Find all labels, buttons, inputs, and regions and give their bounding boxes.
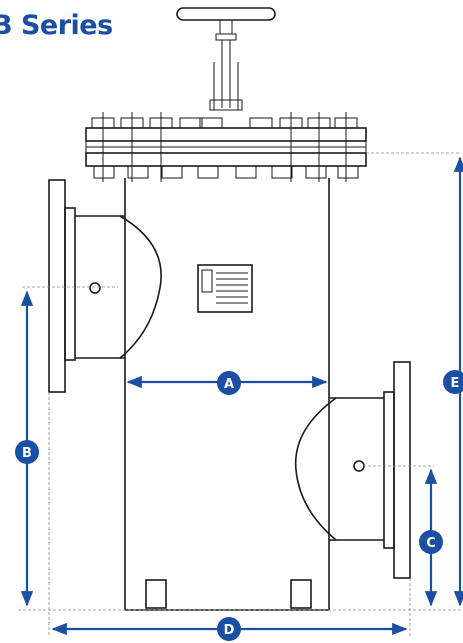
dimension-badge-c: C [419,530,443,554]
dimension-label-b: B [22,446,32,461]
support-feet [145,579,312,609]
outlet-flange [294,361,411,579]
dimension-badge-b: B [15,440,39,464]
dimension-label-c: C [426,536,436,551]
page-title: B Series [0,10,113,41]
dimension-badge-a: A [217,371,241,395]
valve-stem [209,40,243,111]
handwheel [176,7,276,41]
extension-lines [18,152,461,636]
top-cover-flange [85,112,367,182]
dimension-badge-d: D [217,617,241,641]
dimension-label-a: A [224,377,234,392]
dimension-label-d: D [224,623,235,638]
nameplate [197,264,253,313]
dimension-badge-e: E [443,370,463,394]
dimension-lines [20,156,463,636]
inlet-flange [48,179,162,393]
dimension-label-e: E [451,376,460,391]
